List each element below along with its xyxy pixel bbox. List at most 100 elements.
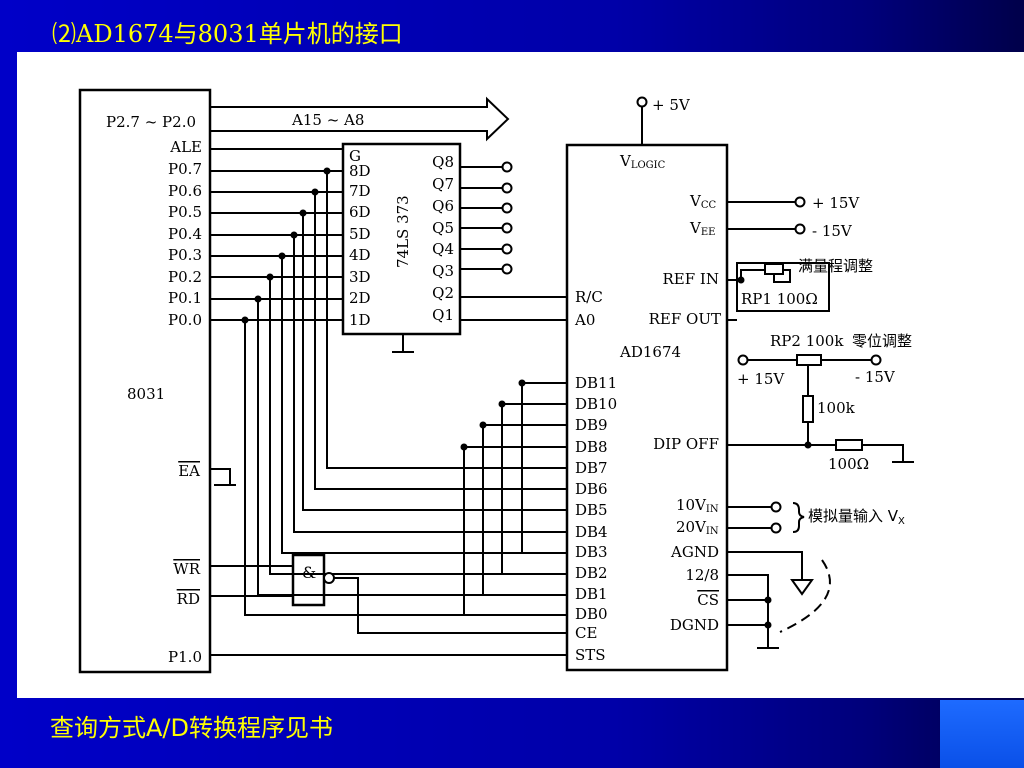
input-brace <box>792 502 805 533</box>
latch-5d-label: 5D <box>349 225 371 243</box>
pin-ale-label: ALE <box>169 138 202 156</box>
chip-8031-name: 8031 <box>127 385 165 403</box>
diagram-panel <box>17 52 1024 698</box>
data-bus-wire <box>293 235 567 533</box>
adc-left-pin-label: DB6 <box>575 480 608 498</box>
pin-p10-label: P1.0 <box>168 648 202 666</box>
adc-vee-label: VEE <box>689 219 715 238</box>
terminal-circle <box>770 522 782 534</box>
junction-dot <box>278 252 286 260</box>
junction-dot <box>254 295 262 303</box>
adc-left-pin-label: DB11 <box>575 374 617 392</box>
resistor-100-ohm <box>835 439 863 451</box>
adc-left-pin-label: R/C <box>575 288 603 306</box>
junction-dot <box>764 596 772 604</box>
adc-20vin-label: 20VIN <box>676 518 719 537</box>
latch-q1-label: Q1 <box>432 306 454 324</box>
terminal-circle <box>794 196 806 208</box>
latch-74ls373-body <box>341 142 462 336</box>
adc-refout-label: REF OUT <box>649 310 721 328</box>
adc-left-pin-label: STS <box>575 646 606 664</box>
junction-dot <box>498 400 506 408</box>
latch-1d-label: 1D <box>349 311 371 329</box>
rp2-plus-label: + 15V <box>737 370 785 388</box>
junction-dot <box>518 379 526 387</box>
adc-vlogic-label: VLOGIC <box>619 152 666 171</box>
adc-10vin-label: 10VIN <box>676 496 719 515</box>
rp2-minus-label: - 15V <box>855 368 896 386</box>
junction-dot <box>299 209 307 217</box>
nand-symbol: & <box>302 563 316 582</box>
pin-p2-label: P2.7 ~ P2.0 <box>106 113 196 131</box>
pin-rd-label: RD <box>177 590 200 608</box>
slide-title: ⑵AD1674与8031单片机的接口 <box>52 20 403 48</box>
latch-q5-label: Q5 <box>432 219 454 237</box>
pin-p06-label: P0.6 <box>168 182 202 200</box>
adc-left-pin-label: CE <box>575 624 597 642</box>
terminal-circle <box>636 96 648 108</box>
terminal-circle <box>501 161 513 173</box>
latch-q7-label: Q7 <box>432 175 454 193</box>
pin-p05-label: P0.5 <box>168 203 202 221</box>
terminal-circles <box>501 96 882 534</box>
latch-2d-label: 2D <box>349 289 371 307</box>
components <box>78 88 863 674</box>
junction-dot <box>737 276 745 284</box>
latch-6d-label: 6D <box>349 203 371 221</box>
full-scale-label: 满量程调整 <box>798 257 873 275</box>
latch-q2-label: Q2 <box>432 284 454 302</box>
terminal-circle <box>770 501 782 513</box>
terminal-circle <box>794 223 806 235</box>
latch-q3-label: Q3 <box>432 262 454 280</box>
r100k-label: 100k <box>817 399 856 417</box>
rp2-label: RP2 100k <box>770 332 844 350</box>
ground-link-dashed <box>779 559 831 633</box>
data-bus-wire <box>269 277 567 575</box>
nand-to-ce-wire <box>334 577 567 634</box>
junction-dot <box>290 231 298 239</box>
data-bus-wire <box>326 171 567 469</box>
terminal-circle <box>501 222 513 234</box>
terminal-circle <box>501 182 513 194</box>
rp1-resistor <box>764 263 784 275</box>
junction-dot <box>764 621 772 629</box>
adc-left-pin-label: A0 <box>574 311 595 329</box>
corner-decoration <box>940 700 1024 768</box>
adc-vcc-label: VCC <box>689 192 716 211</box>
adc-left-pin-label: DB9 <box>575 416 608 434</box>
r100-label: 100Ω <box>828 455 869 473</box>
data-bus-wire <box>281 256 567 554</box>
junction-dot <box>479 421 487 429</box>
resistor-100k <box>802 395 814 423</box>
zero-adjust-label: 零位调整 <box>852 332 912 350</box>
plus5v-label: + 5V <box>652 96 691 114</box>
junction-dots <box>241 167 812 629</box>
adc-left-pin-label: DB1 <box>575 585 608 603</box>
junction-dot <box>241 316 249 324</box>
latch-g-label: G <box>349 147 361 165</box>
chip-8031-labels: P2.7 ~ P2.0 ALE P0.7 P0.6 P0.5 P0.4 P0.3… <box>106 113 202 666</box>
data-bus-wire <box>244 320 567 616</box>
adc-left-pin-label: DB4 <box>575 523 608 541</box>
adc-left-pin-label: DB10 <box>575 395 617 413</box>
latch-7d-label: 7D <box>349 182 371 200</box>
latch-q6-label: Q6 <box>432 197 454 215</box>
external-labels: + 5V + 15V - 15V 满量程调整 RP1 100Ω RP2 100k… <box>652 96 912 527</box>
junction-dot <box>311 188 319 196</box>
latch-q4-label: Q4 <box>432 240 454 258</box>
analog-ground-icon <box>790 579 814 596</box>
nand-output-bubble <box>323 572 335 584</box>
latch-3d-label: 3D <box>349 268 371 286</box>
rp1-wire-a <box>740 269 765 280</box>
pin-p02-label: P0.2 <box>168 268 202 286</box>
latch-4d-label: 4D <box>349 246 371 264</box>
plus15v-label: + 15V <box>812 194 860 212</box>
adc-ad1674-body <box>565 143 729 672</box>
adc-left-pin-label: DB0 <box>575 605 608 623</box>
terminal-circle <box>501 263 513 275</box>
rp1-label: RP1 100Ω <box>741 290 818 308</box>
r100-gnd-wire <box>862 444 904 462</box>
junction-dot <box>804 441 812 449</box>
ea-wire <box>210 468 231 485</box>
adc-left-pin-label: DB8 <box>575 438 608 456</box>
